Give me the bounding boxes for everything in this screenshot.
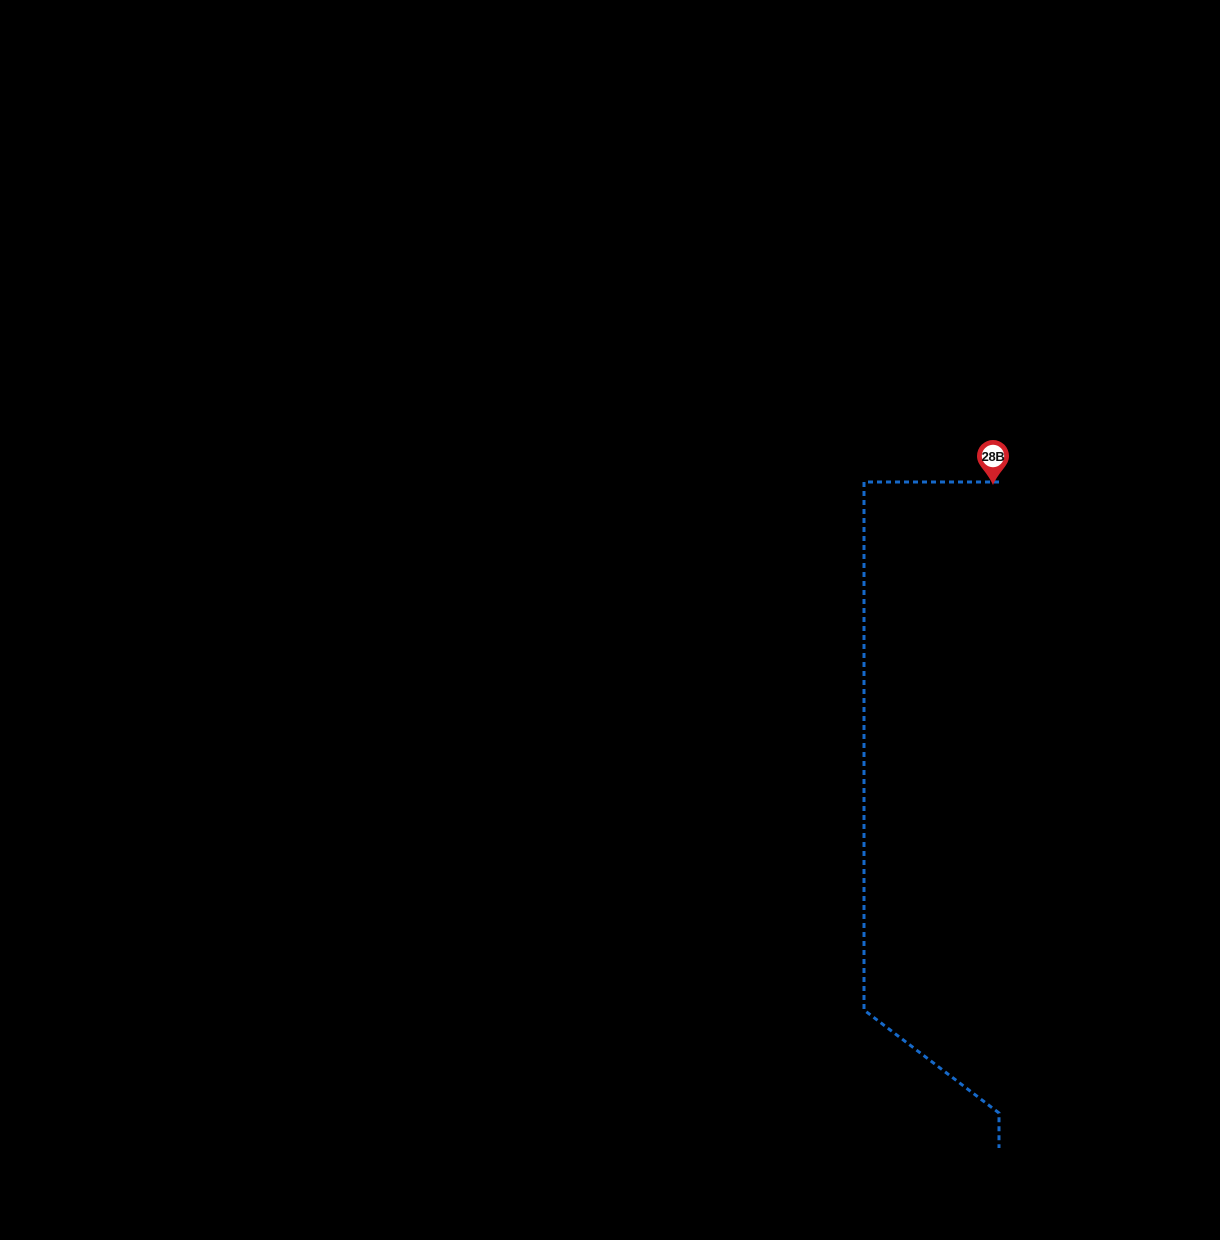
map-pin-28b[interactable]: 28B [977, 440, 1009, 485]
map-pin-label: 28B [981, 448, 1005, 464]
dashed-route-line[interactable] [862, 480, 1001, 1148]
pin-shape-icon [977, 440, 1009, 485]
